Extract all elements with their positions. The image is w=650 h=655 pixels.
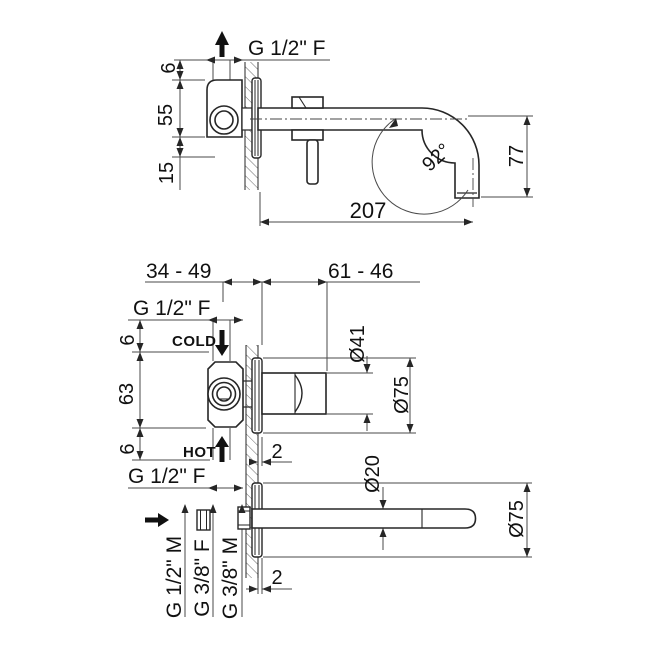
dim-handle-dia: Ø41 [347, 325, 369, 363]
dim-top-offset: 6 [117, 334, 139, 345]
front-view: 34 - 49 61 - 46 G 1/2" F COLD HOT G 1/2"… [116, 260, 420, 578]
valve-body-front [207, 361, 252, 428]
side-view: G 1/2" F 6 55 15 207 77 92° [155, 31, 533, 226]
plan-view: Ø20 Ø75 2 G 1/2" M G 3/8" F G 3/8" M [145, 455, 532, 619]
dim-bottom-offset: 6 [117, 443, 139, 454]
dim-spout-reach: 207 [350, 198, 387, 223]
side-dim-arrows [176, 56, 531, 226]
front-dim-arrows [136, 278, 414, 492]
dim-depth-range: 34 - 49 [146, 260, 211, 283]
handle-lever-side [291, 96, 324, 185]
angle-arc-arrow-icon [389, 118, 398, 128]
dim-inlet-offset: 6 [158, 62, 180, 73]
thread-label-top: G 1/2" F [248, 37, 325, 60]
dim-plate-gap-front: 2 [271, 441, 282, 463]
hot-label: HOT [183, 444, 216, 461]
dim-protrusion-range: 61 - 46 [328, 260, 393, 283]
flow-up-arrow-icon [215, 31, 229, 57]
spout-plan [251, 508, 477, 529]
thread-adapter-b: G 3/8" F [191, 539, 214, 616]
dim-body-height: 55 [155, 104, 177, 126]
thread-adapter-a: G 1/2" M [163, 536, 186, 618]
handle-front [261, 372, 327, 415]
dim-spout-dia: Ø20 [362, 455, 384, 493]
thread-label-cold: G 1/2" F [133, 297, 210, 320]
thread-label-hot: G 1/2" F [128, 465, 205, 488]
dim-center-height: 63 [116, 383, 138, 405]
thread-adapter-c: G 3/8" M [219, 537, 242, 619]
adapter-fitting [196, 509, 211, 531]
escutcheon-side [251, 77, 262, 159]
valve-body-side [206, 79, 253, 138]
dim-plate-gap-plan: 2 [271, 567, 282, 589]
plan-dim-arrows [181, 483, 531, 593]
dim-plate-dia-plan: Ø75 [506, 500, 528, 538]
cold-label: COLD [172, 333, 217, 350]
adapter-direction-arrow-icon [145, 513, 169, 527]
cold-arrow-icon [215, 330, 229, 356]
dim-lower-offset: 15 [156, 162, 178, 184]
angle-arc [371, 118, 469, 215]
spout-side [257, 107, 480, 199]
dim-plate-dia-front: Ø75 [391, 376, 413, 414]
escutcheon-front [251, 357, 263, 434]
dim-spout-drop: 77 [506, 145, 528, 167]
hot-arrow-icon [215, 436, 229, 462]
